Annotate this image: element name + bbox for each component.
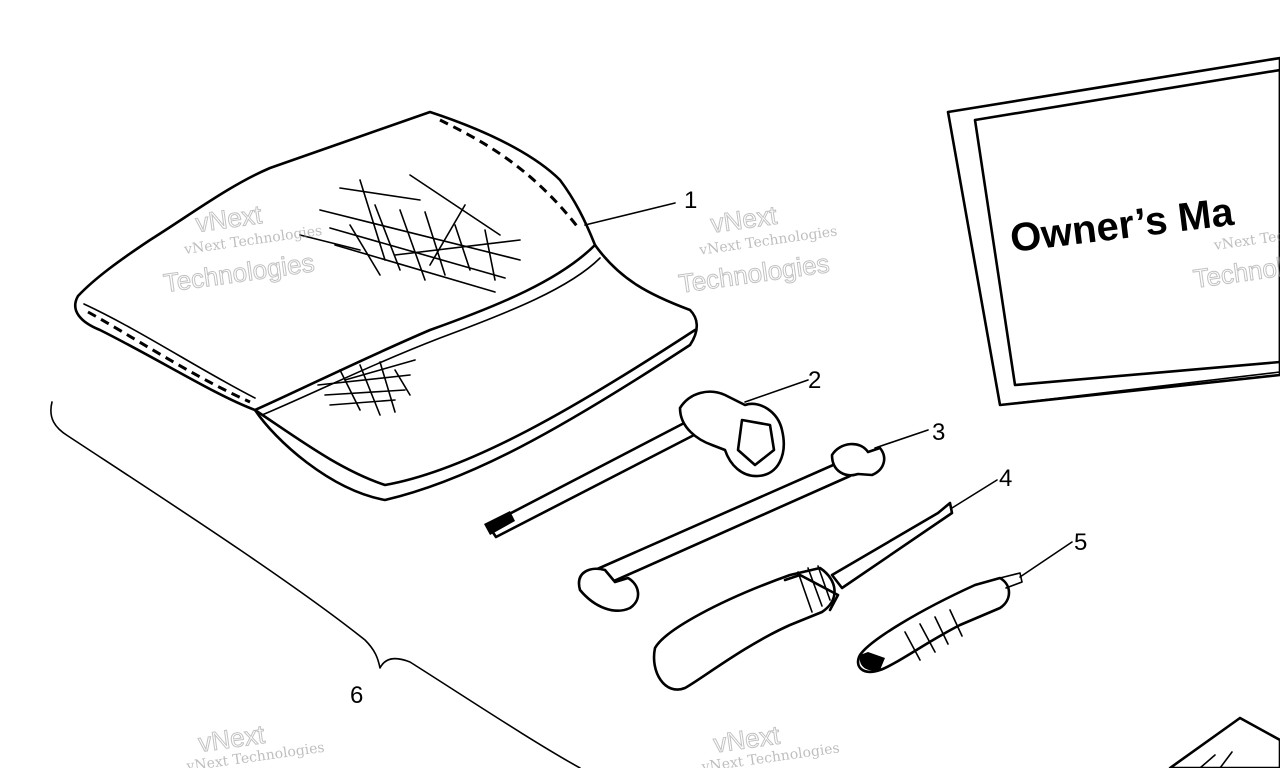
callout-2: 2 [808,367,821,394]
callout-6: 6 [350,682,363,709]
callout-3: 3 [932,419,945,446]
leader-lines [584,202,1073,578]
screwdriver-bit-illustration [856,572,1023,674]
open-end-wrench-illustration [577,442,886,612]
owners-manual-illustration: Owner’s Ma [946,56,1280,407]
tool-bag-illustration [73,110,699,502]
partial-part-illustration [1168,716,1280,770]
callout-5: 5 [1074,529,1087,556]
plug-wrench-illustration [484,390,785,539]
callout-4: 4 [999,465,1012,492]
screwdriver-illustration [652,501,954,691]
callout-1: 1 [684,187,697,214]
watermark-bottom-center: vNext vNext Technologies [700,719,841,773]
watermark-bottom-left: vNext vNext Technologies [185,718,326,773]
tool-kit-bracket [50,401,581,769]
